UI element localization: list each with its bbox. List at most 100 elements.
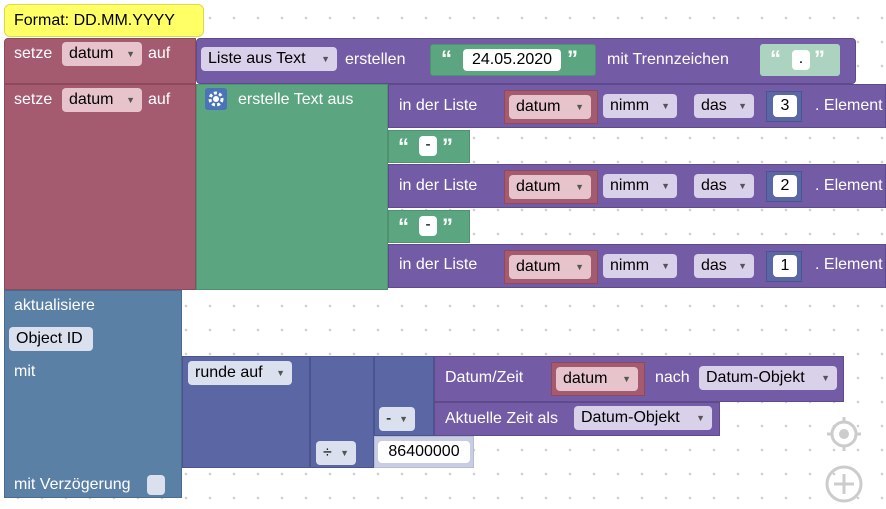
index-field-3[interactable]: 1 xyxy=(773,255,797,277)
format-value: Datum-Objekt xyxy=(706,369,805,386)
set-variable-block-2[interactable] xyxy=(4,84,196,290)
das-value: das xyxy=(701,177,727,194)
das-value: das xyxy=(701,257,727,274)
setze-label-1: setze xyxy=(14,45,53,62)
chevron-down-icon: ▼ xyxy=(738,101,747,111)
chevron-down-icon: ▼ xyxy=(126,95,135,105)
date-var-dropdown[interactable]: datum ▼ xyxy=(556,367,638,391)
in-list-label-1: in der Liste xyxy=(399,97,478,114)
chevron-down-icon: ▼ xyxy=(738,261,747,271)
open-quote-icon: “ xyxy=(398,134,409,159)
datum-zeit-label: Datum/Zeit xyxy=(445,369,524,386)
close-quote-icon: ” xyxy=(814,46,825,71)
dash-field-1[interactable]: - xyxy=(419,136,437,156)
list-mode-dropdown[interactable]: Liste aus Text ▼ xyxy=(201,47,337,71)
chevron-down-icon: ▼ xyxy=(321,54,330,64)
chevron-down-icon: ▼ xyxy=(340,448,349,458)
chevron-down-icon: ▼ xyxy=(622,374,631,384)
current-time-format-dropdown[interactable]: Datum-Objekt ▼ xyxy=(574,406,712,430)
setze-label-2: setze xyxy=(14,91,53,108)
object-id-value: Object ID xyxy=(16,330,83,347)
chevron-down-icon: ▼ xyxy=(661,181,670,191)
nimm-dropdown-3[interactable]: nimm ▼ xyxy=(603,254,677,278)
auf-label-1: auf xyxy=(148,45,171,62)
nach-label: nach xyxy=(655,369,690,386)
chevron-down-icon: ▼ xyxy=(661,101,670,111)
chevron-down-icon: ▼ xyxy=(661,261,670,271)
erstellen-label: erstellen xyxy=(345,51,406,68)
das-dropdown-2[interactable]: das ▼ xyxy=(694,174,754,198)
das-dropdown-3[interactable]: das ▼ xyxy=(694,254,754,278)
round-value: runde auf xyxy=(195,364,263,381)
division-dropdown[interactable]: ÷▼ xyxy=(316,441,356,465)
chevron-down-icon: ▼ xyxy=(126,49,135,59)
close-quote-icon: ” xyxy=(567,46,578,71)
list-var-dropdown-2[interactable]: datum ▼ xyxy=(509,175,591,199)
open-quote-icon: “ xyxy=(770,46,781,71)
subtraction-operator: - xyxy=(386,410,392,427)
format-dropdown[interactable]: Datum-Objekt ▼ xyxy=(699,366,837,390)
zoom-in-icon[interactable] xyxy=(824,464,864,504)
separator-label: mit Trennzeichen xyxy=(607,51,729,68)
date-text-field[interactable]: 24.05.2020 xyxy=(463,49,561,71)
list-mode-value: Liste aus Text xyxy=(208,50,306,67)
in-list-label-3: in der Liste xyxy=(399,256,478,273)
chevron-down-icon: ▼ xyxy=(276,368,285,378)
variable-name: datum xyxy=(516,258,561,275)
comment-bubble[interactable] xyxy=(4,4,204,37)
variable-name: datum xyxy=(516,98,561,115)
round-dropdown[interactable]: runde auf ▼ xyxy=(188,361,292,385)
nimm-value: nimm xyxy=(610,257,650,274)
join-text-label: erstelle Text aus xyxy=(238,91,354,108)
variable-name: datum xyxy=(516,178,561,195)
variable-name: datum xyxy=(69,91,114,108)
chevron-down-icon: ▼ xyxy=(575,182,584,192)
mit-label: mit xyxy=(14,363,36,380)
divisor-field[interactable]: 86400000 xyxy=(378,441,470,463)
variable-dropdown-2[interactable]: datum ▼ xyxy=(62,88,142,112)
division-operator: ÷ xyxy=(323,444,332,461)
nimm-value: nimm xyxy=(610,177,650,194)
element-label-2: . Element xyxy=(815,177,883,194)
index-field-1[interactable]: 3 xyxy=(773,95,797,117)
comment-text: Format: DD.MM.YYYY xyxy=(14,12,175,29)
in-list-label-2: in der Liste xyxy=(399,177,478,194)
variable-name: datum xyxy=(563,370,608,387)
das-value: das xyxy=(701,97,727,114)
chevron-down-icon: ▼ xyxy=(575,262,584,272)
format-value: Datum-Objekt xyxy=(581,409,680,426)
nimm-dropdown-2[interactable]: nimm ▼ xyxy=(603,174,677,198)
dash-field-2[interactable]: - xyxy=(419,216,437,236)
variable-name: datum xyxy=(69,45,114,62)
update-state-block[interactable] xyxy=(4,290,182,498)
dash-text-block-2[interactable] xyxy=(388,210,470,243)
object-id-field[interactable]: Object ID xyxy=(9,327,93,351)
aktualisiere-label: aktualisiere xyxy=(14,297,95,314)
chevron-down-icon: ▼ xyxy=(696,413,705,423)
variable-dropdown-1[interactable]: datum ▼ xyxy=(62,42,142,66)
open-quote-icon: “ xyxy=(441,46,452,71)
index-field-2[interactable]: 2 xyxy=(773,175,797,197)
delay-checkbox[interactable] xyxy=(147,475,165,495)
auf-label-2: auf xyxy=(148,91,171,108)
chevron-down-icon: ▼ xyxy=(738,181,747,191)
nimm-dropdown-1[interactable]: nimm ▼ xyxy=(603,94,677,118)
chevron-down-icon: ▼ xyxy=(399,414,408,424)
delay-label: mit Verzögerung xyxy=(14,476,131,493)
separator-field[interactable]: . xyxy=(792,50,810,70)
target-icon[interactable] xyxy=(826,416,862,452)
chevron-down-icon: ▼ xyxy=(821,373,830,383)
list-var-dropdown-3[interactable]: datum ▼ xyxy=(509,255,591,279)
nimm-value: nimm xyxy=(610,97,650,114)
close-quote-icon: ” xyxy=(442,214,453,239)
gear-icon[interactable] xyxy=(205,88,227,110)
list-var-dropdown-1[interactable]: datum ▼ xyxy=(509,95,591,119)
join-text-block[interactable] xyxy=(196,84,388,290)
element-label-3: . Element xyxy=(815,256,883,273)
aktuelle-label: Aktuelle Zeit als xyxy=(445,410,558,427)
subtraction-dropdown[interactable]: -▼ xyxy=(379,407,415,431)
chevron-down-icon: ▼ xyxy=(575,102,584,112)
open-quote-icon: “ xyxy=(398,214,409,239)
element-label-1: . Element xyxy=(815,97,883,114)
das-dropdown-1[interactable]: das ▼ xyxy=(694,94,754,118)
